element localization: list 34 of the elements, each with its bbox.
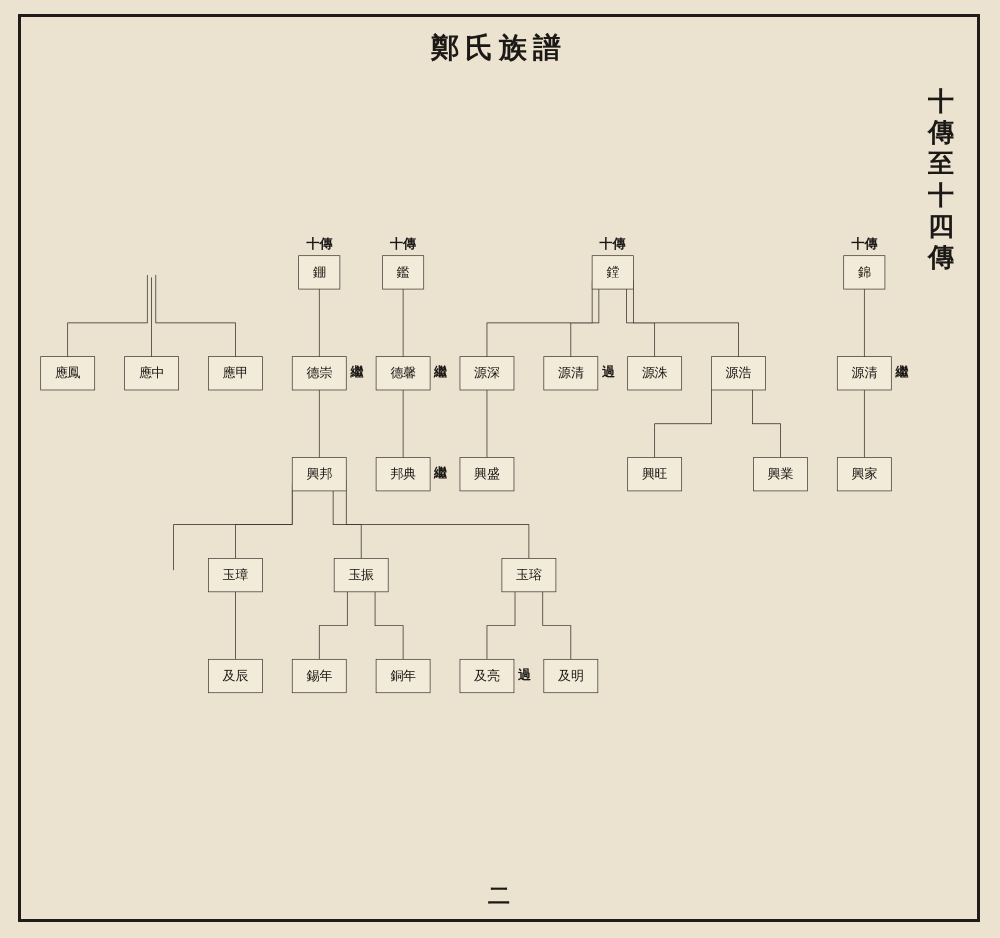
- connector: [654, 388, 712, 458]
- connector: [332, 490, 362, 559]
- connector: [486, 591, 516, 660]
- connector: [864, 288, 865, 357]
- connector: [151, 276, 152, 357]
- node-box: [843, 255, 886, 290]
- node-box: [298, 255, 340, 290]
- side-note: 繼: [434, 466, 448, 482]
- connector: [864, 389, 865, 458]
- connector: [486, 389, 488, 458]
- connector: [752, 389, 781, 458]
- connector: [626, 288, 656, 357]
- connector: [67, 274, 148, 357]
- connector: [318, 389, 320, 458]
- node-box: [382, 255, 424, 290]
- node-box: [592, 255, 634, 290]
- connector: [318, 591, 348, 660]
- connector: [402, 288, 404, 357]
- page-number: 二: [488, 882, 510, 911]
- side-note: 十傳: [306, 238, 332, 253]
- connector: [542, 591, 572, 660]
- connector: [235, 591, 236, 660]
- connector: [318, 288, 320, 357]
- connector: [570, 288, 600, 357]
- node-box: [208, 658, 263, 693]
- connector: [155, 274, 236, 357]
- node-box: [292, 356, 347, 390]
- node-box: [40, 356, 96, 390]
- connector: [402, 389, 404, 458]
- side-note: 繼: [350, 366, 364, 380]
- side-note: 過: [518, 668, 531, 684]
- connector: [374, 591, 404, 660]
- node-box: [292, 456, 347, 492]
- book-title: 鄭氏族譜: [430, 30, 568, 66]
